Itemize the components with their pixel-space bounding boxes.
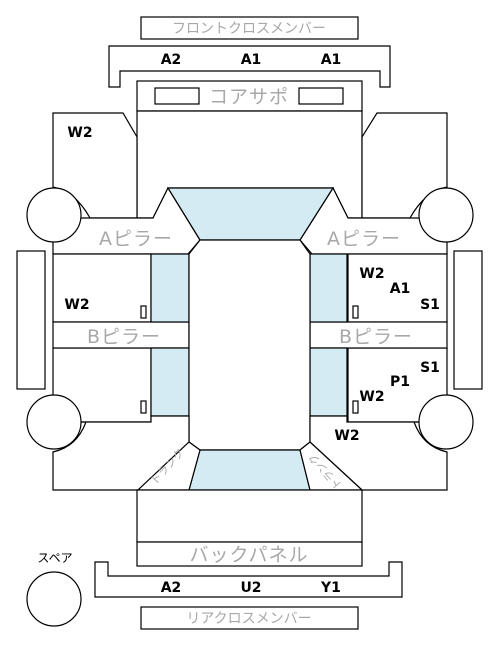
rear-window bbox=[188, 449, 311, 491]
front-cross-member-box bbox=[140, 16, 359, 40]
code-right-front-door-2: A1 bbox=[390, 281, 411, 297]
wheel-front-left bbox=[26, 187, 82, 243]
code-right-rear-fender: W2 bbox=[334, 428, 359, 444]
a-pillar-left-label: Aピラー bbox=[99, 228, 173, 250]
code-left-front-door: W2 bbox=[64, 297, 89, 313]
headlight-right bbox=[298, 87, 344, 105]
right-rear-handle bbox=[352, 400, 359, 414]
left-side-sill bbox=[16, 250, 46, 390]
roof bbox=[188, 239, 311, 451]
b-pillar-left bbox=[52, 321, 190, 349]
core-support-label: コアサポ bbox=[209, 86, 289, 108]
b-pillar-left-label: Bピラー bbox=[87, 326, 161, 348]
left-rear-window bbox=[150, 347, 190, 417]
code-right-rear-door-2: P1 bbox=[390, 374, 410, 390]
spare-tire bbox=[26, 571, 82, 627]
wheel-front-right bbox=[418, 187, 474, 243]
code-rear-cross-right: Y1 bbox=[320, 580, 341, 596]
code-right-rear-door-3: W2 bbox=[359, 389, 384, 405]
code-right-front-door-3: S1 bbox=[420, 297, 440, 313]
right-rear-quarter bbox=[309, 415, 448, 491]
code-front-cross-center: A1 bbox=[241, 52, 262, 68]
b-pillar-right-label: Bピラー bbox=[339, 326, 413, 348]
left-front-door bbox=[52, 253, 152, 323]
right-front-handle bbox=[352, 305, 359, 319]
b-pillar-right bbox=[309, 321, 448, 349]
code-right-front-door-1: W2 bbox=[359, 266, 384, 282]
rear-cross-member-bracket bbox=[94, 561, 403, 598]
wheel-rear-right bbox=[418, 394, 474, 450]
right-front-window bbox=[309, 253, 348, 323]
left-front-window bbox=[150, 253, 190, 323]
a-pillar-right-label: Aピラー bbox=[327, 228, 401, 250]
left-front-handle bbox=[140, 305, 147, 319]
code-rear-cross-center: U2 bbox=[240, 580, 261, 596]
code-right-rear-door-1: S1 bbox=[420, 360, 440, 376]
code-front-left-fender: W2 bbox=[67, 125, 92, 141]
right-rear-window bbox=[309, 347, 348, 417]
front-cross-member-bracket bbox=[108, 45, 391, 88]
code-front-cross-left: A2 bbox=[161, 52, 182, 68]
code-front-cross-right: A1 bbox=[321, 52, 342, 68]
back-panel-label: バックパネル bbox=[189, 544, 308, 566]
code-rear-cross-left: A2 bbox=[161, 580, 182, 596]
back-panel-box bbox=[136, 541, 363, 567]
rear-cross-member-label: リアクロスメンバー bbox=[186, 611, 311, 627]
front-cross-member-label: フロントクロスメンバー bbox=[172, 21, 326, 37]
rear-deck bbox=[136, 489, 363, 543]
left-rear-quarter bbox=[52, 415, 190, 491]
right-side-sill bbox=[453, 250, 483, 390]
wheel-rear-left bbox=[26, 394, 82, 450]
core-support-panel bbox=[136, 80, 363, 112]
spare-label: スペア bbox=[37, 551, 72, 565]
headlight-left bbox=[154, 87, 200, 105]
rear-cross-member-box bbox=[140, 606, 359, 630]
right-front-door bbox=[347, 253, 448, 323]
left-rear-handle bbox=[140, 400, 147, 414]
